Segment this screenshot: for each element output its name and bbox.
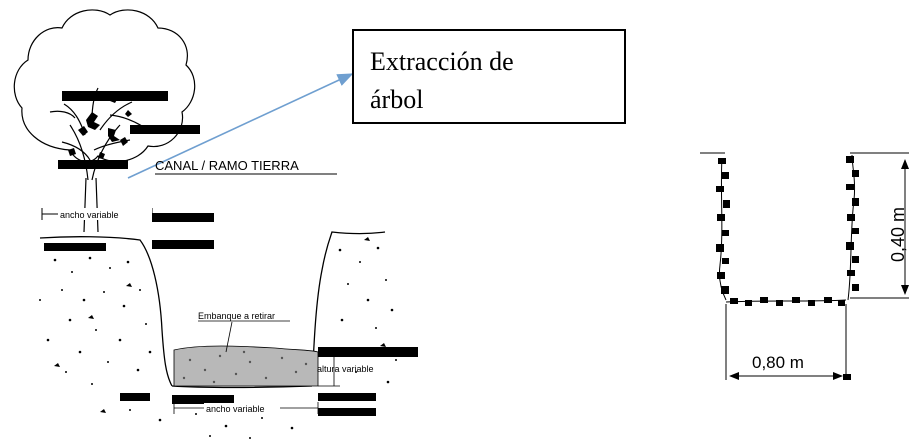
ditch-section [700, 152, 909, 303]
canal-profile [39, 231, 386, 389]
tree-foliage [68, 96, 132, 159]
altura-variable-label: altura variable [317, 364, 374, 374]
tree-drawing [13, 9, 196, 233]
callout-arrow [127, 73, 354, 179]
ancho-variable-top-label: ancho variable [60, 210, 119, 220]
ancho-variable-bottom-bg [204, 403, 280, 414]
canal-title: CANAL / RAMO TIERRA [155, 158, 299, 173]
embanque-label: Embanque a retirar [198, 311, 275, 321]
ancho-variable-bottom-label: ancho variable [206, 404, 265, 414]
redaction-bars [44, 91, 418, 416]
callout-box [352, 29, 626, 124]
callout-text-line1: Extracción de [370, 47, 514, 76]
ditch-wall-texture [716, 156, 859, 306]
height-label: 0,40 m [888, 207, 908, 262]
width-dimension-tick [843, 374, 851, 380]
callout-text-line2: árbol [370, 85, 423, 114]
ancho-variable-top-bg [58, 208, 152, 220]
embanque-texture [182, 350, 308, 384]
width-dimension [725, 304, 847, 380]
width-label: 0,80 m [752, 353, 804, 372]
altura-variable-dimension [318, 351, 340, 387]
embanque-leader [225, 321, 233, 353]
soil-stipple [39, 237, 397, 439]
embanque-sediment [173, 345, 319, 387]
